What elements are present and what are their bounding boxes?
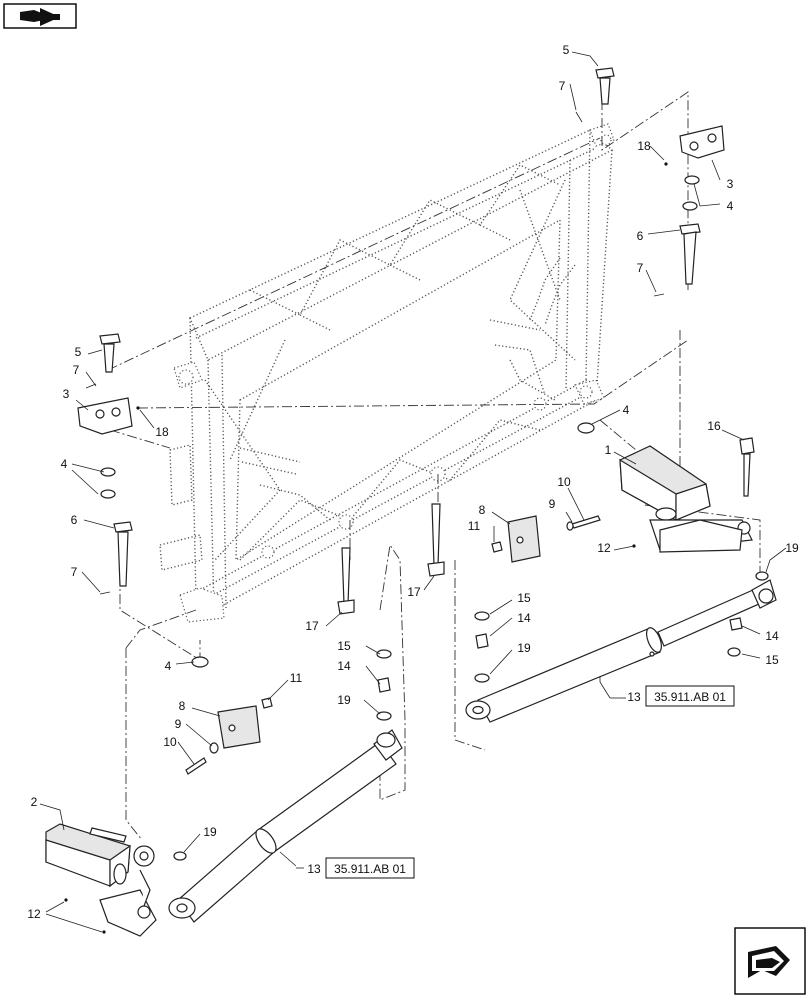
callout-9: 9 <box>175 717 182 731</box>
callout-4: 4 <box>165 659 172 673</box>
callout-6: 6 <box>71 513 78 527</box>
hydraulic-cylinder-right <box>465 579 777 723</box>
callout-18: 18 <box>155 425 169 439</box>
callout-10: 10 <box>163 735 177 749</box>
callout-4: 4 <box>727 199 734 213</box>
callout-10: 10 <box>557 475 571 489</box>
callout-18: 18 <box>637 139 651 153</box>
callout-14: 14 <box>517 611 531 625</box>
callout-17: 17 <box>305 619 319 633</box>
callout-6: 6 <box>637 229 644 243</box>
callout-11: 11 <box>468 519 481 533</box>
callout-3: 3 <box>727 177 734 191</box>
callout-4: 4 <box>623 403 630 417</box>
next-page-arrow-icon[interactable] <box>734 927 806 995</box>
callout-14: 14 <box>337 659 351 673</box>
callout-labels: 5 7 18 3 4 6 7 4 16 1 10 9 8 11 12 19 14… <box>27 43 799 921</box>
callout-19: 19 <box>785 541 799 555</box>
callout-8: 8 <box>179 699 186 713</box>
reference-label: 35.911.AB 01 <box>654 690 726 704</box>
callout-7: 7 <box>71 565 78 579</box>
callout-7: 7 <box>637 261 644 275</box>
reference-label: 35.911.AB 01 <box>334 862 406 876</box>
boom-center-frame <box>159 123 615 623</box>
callout-15: 15 <box>765 653 779 667</box>
pivot-bracket-left <box>45 823 157 937</box>
callout-7: 7 <box>73 363 80 377</box>
callout-14: 14 <box>765 629 779 643</box>
callout-13: 13 <box>627 690 641 704</box>
callout-2: 2 <box>31 795 38 809</box>
hardware-parts <box>64 67 769 934</box>
callout-5: 5 <box>75 345 82 359</box>
reference-box-right[interactable]: 35.911.AB 01 <box>645 685 735 707</box>
callout-9: 9 <box>549 497 556 511</box>
callout-8: 8 <box>479 503 486 517</box>
callout-3: 3 <box>63 387 70 401</box>
callout-16: 16 <box>707 419 721 433</box>
callout-12: 12 <box>597 541 611 555</box>
reference-box-left[interactable]: 35.911.AB 01 <box>325 857 415 879</box>
callout-15: 15 <box>337 639 351 653</box>
leader-lines <box>39 51 787 933</box>
callout-15: 15 <box>517 591 531 605</box>
callout-12: 12 <box>27 907 41 921</box>
callout-19: 19 <box>337 693 351 707</box>
callout-19: 19 <box>517 641 531 655</box>
open-book-icon[interactable] <box>3 3 77 29</box>
hydraulic-cylinder-left <box>168 729 403 923</box>
callout-4: 4 <box>61 457 68 471</box>
callout-17: 17 <box>407 585 421 599</box>
callout-7: 7 <box>559 79 566 93</box>
callout-1: 1 <box>605 443 612 457</box>
callout-5: 5 <box>563 43 570 57</box>
assembly-centerlines <box>107 91 761 841</box>
pivot-bracket-right <box>619 445 753 553</box>
callout-19: 19 <box>203 825 217 839</box>
callout-11: 11 <box>290 671 303 685</box>
callout-13: 13 <box>307 862 321 876</box>
